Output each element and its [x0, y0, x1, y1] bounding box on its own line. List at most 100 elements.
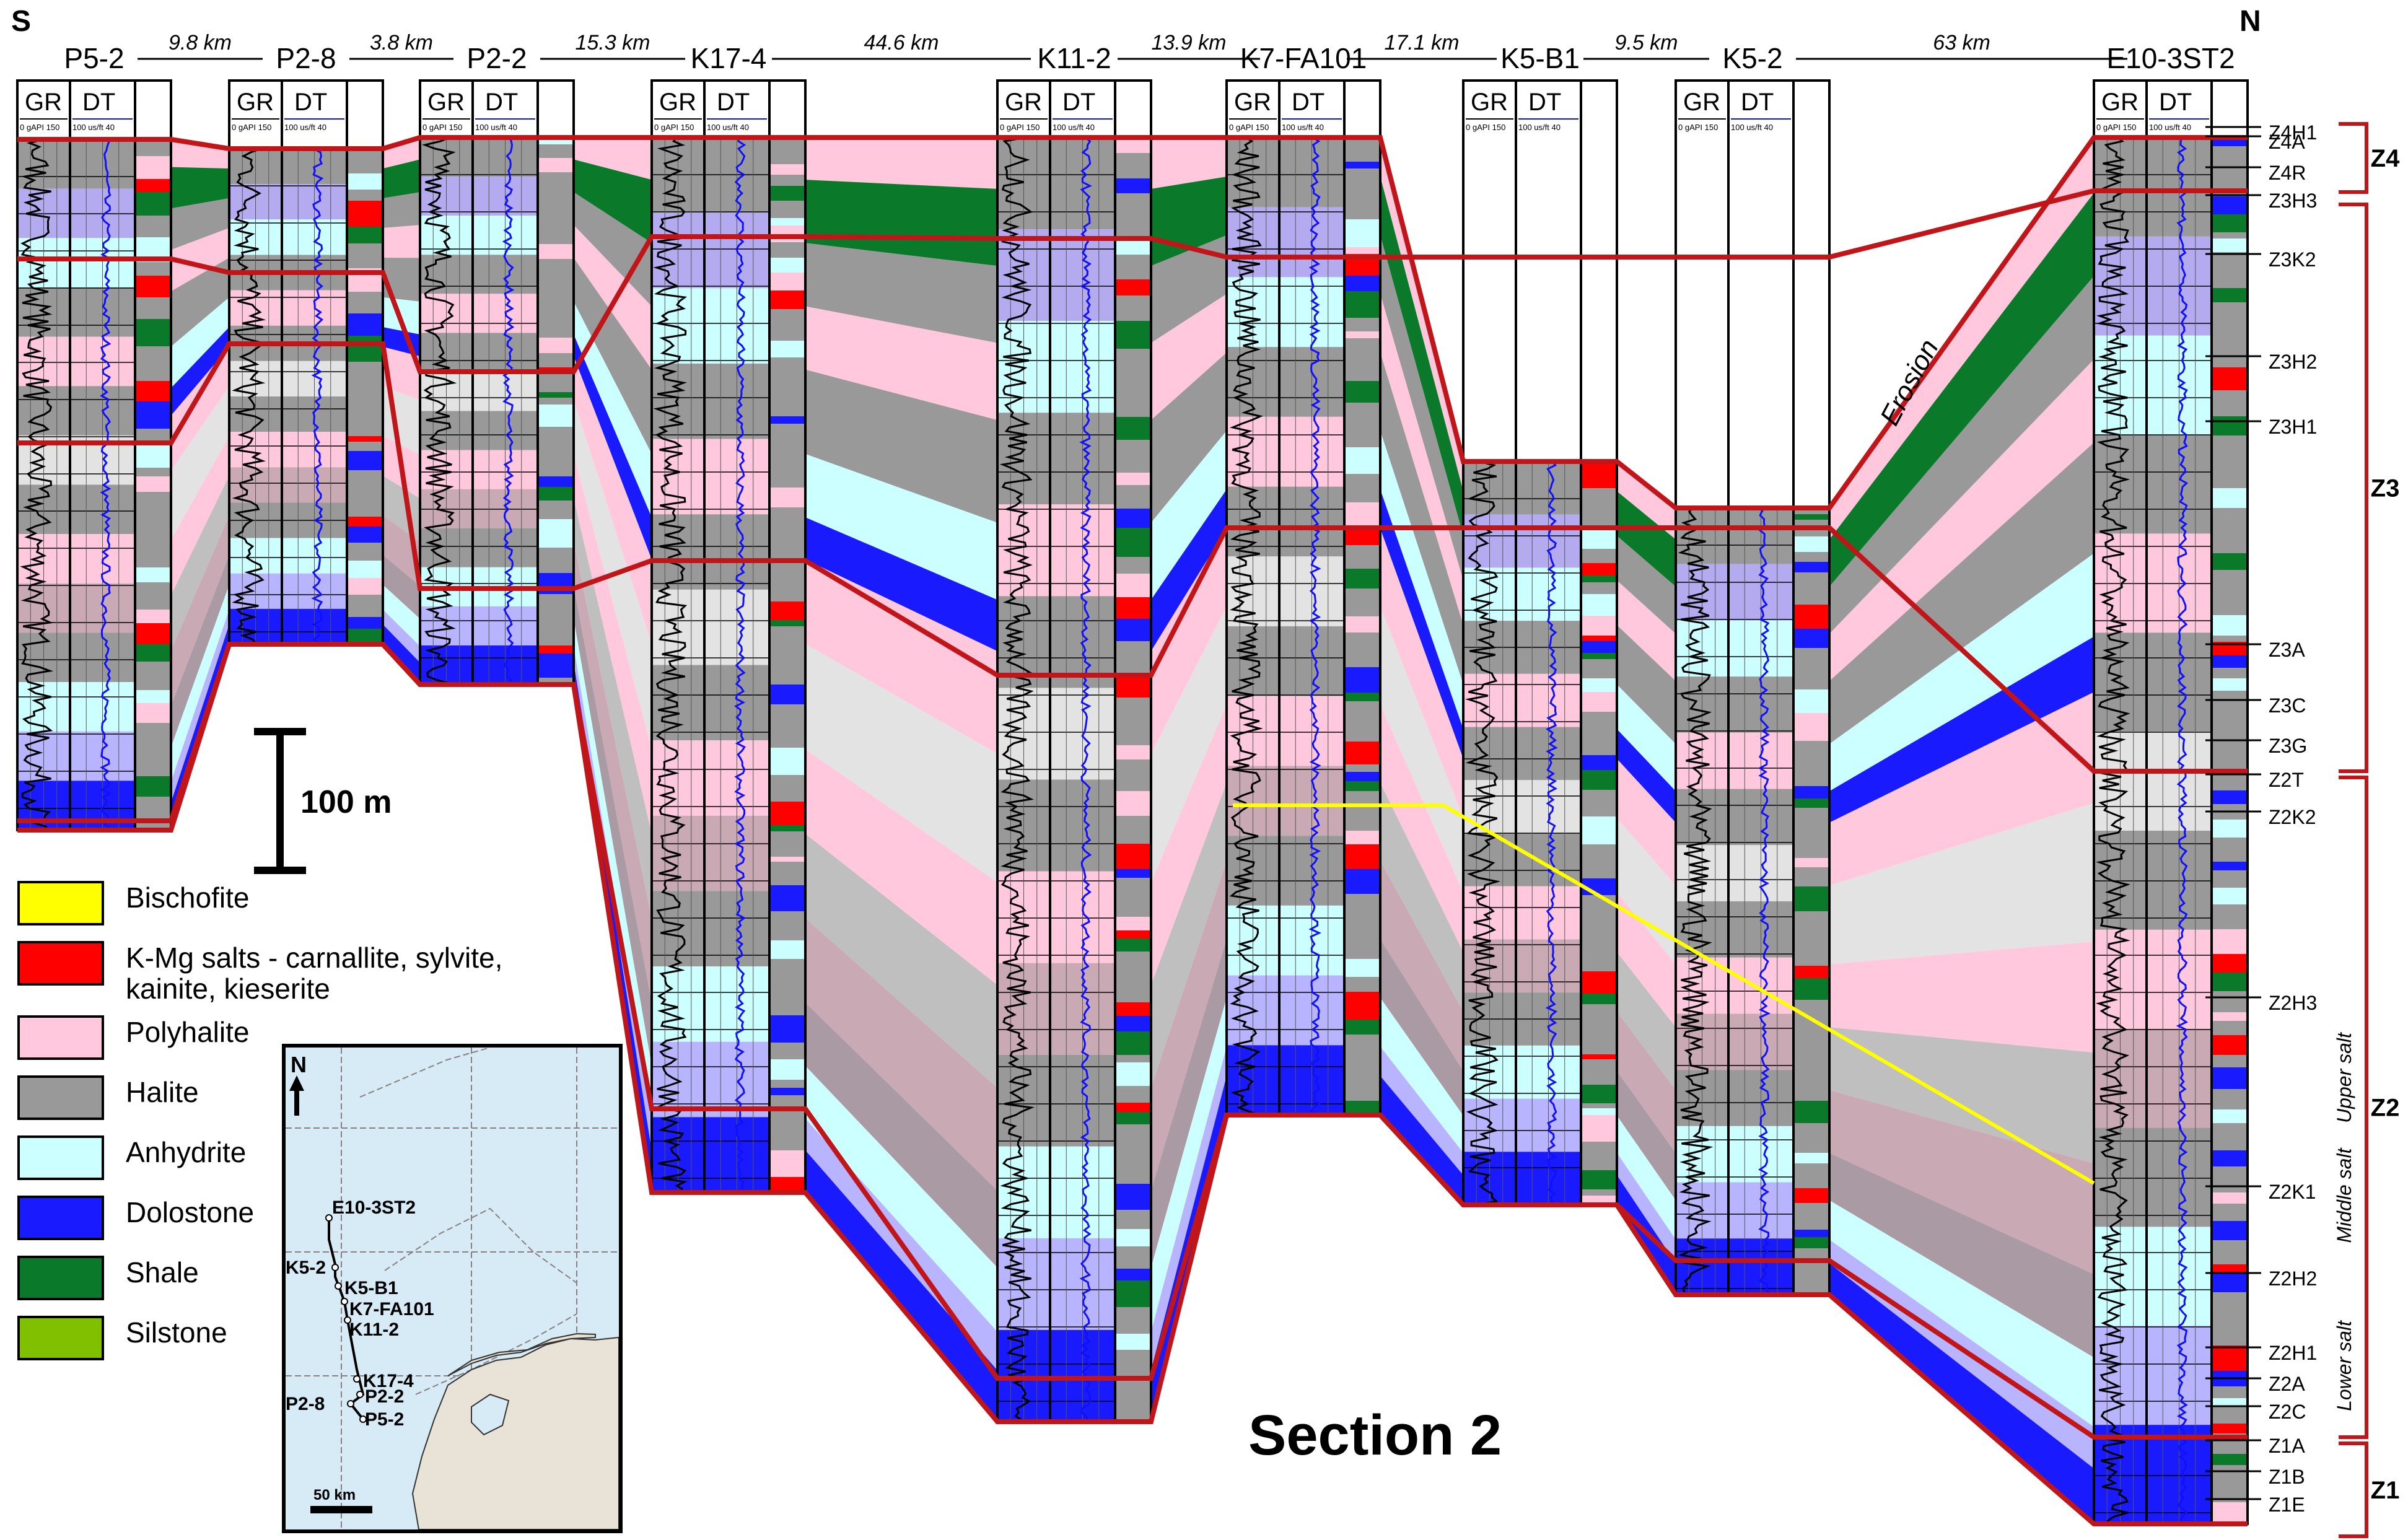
- gr-header: GR: [1234, 89, 1271, 116]
- unit-label-z3c: Z3C: [2269, 694, 2306, 717]
- lithology-interval: [1793, 786, 1829, 798]
- legend-label: K-Mg salts - carnallite, sylvite, kainit…: [126, 942, 503, 1005]
- lithology-interval: [1115, 1112, 1151, 1124]
- distance-label: 63 km: [1933, 31, 1990, 55]
- lithology-interval: [1793, 1270, 1829, 1284]
- lithology-interval: [769, 880, 805, 885]
- lithology-interval: [1344, 693, 1380, 701]
- lithology-interval: [1344, 701, 1380, 724]
- lithology-interval: [2212, 390, 2248, 416]
- lithology-interval: [1793, 689, 1829, 713]
- distance-label: 3.8 km: [370, 31, 433, 55]
- correlation-band: [574, 258, 652, 454]
- group-label-z3: Z3: [2371, 475, 2400, 502]
- lithology-interval: [135, 690, 171, 703]
- gr-scale: 0 gAPI 150: [654, 123, 694, 132]
- lithology-interval: [135, 644, 171, 662]
- dt-curve: [99, 139, 113, 828]
- lithology-interval: [1344, 381, 1380, 403]
- lithology-interval: [769, 940, 805, 959]
- dt-scale: 100 us/ft 40: [1518, 123, 1561, 132]
- correlation-band: [383, 610, 420, 663]
- lithology-interval: [1793, 562, 1829, 572]
- correlation-band: [1829, 138, 2094, 540]
- lithology-interval: [1115, 349, 1151, 377]
- lithology-interval: [1344, 138, 1380, 162]
- lithology-interval: [1344, 338, 1380, 357]
- lithology-interval: [769, 564, 805, 587]
- zone-column: Z4H1Z4AZ4RZ3H3Z3K2Z3H2Z3H1Z3AZ3CZ3GZ2TZ2…: [2205, 121, 2400, 1538]
- lithology-interval: [1581, 816, 1617, 844]
- boundary-z4base: [17, 188, 2248, 374]
- lithology-interval: [2212, 870, 2248, 888]
- correlation-band: [1617, 893, 1676, 1028]
- lithology-interval: [1115, 1334, 1151, 1350]
- lithology-interval: [538, 630, 574, 645]
- lithology-interval: [1793, 798, 1829, 808]
- lithology-interval: [1793, 1070, 1829, 1080]
- lithology-interval: [2212, 1186, 2248, 1192]
- correlation-band: [171, 515, 229, 706]
- log-track-fill: [2094, 732, 2212, 831]
- correlation-band: [574, 138, 652, 180]
- lithology-interval: [538, 622, 574, 630]
- correlation-band: [383, 624, 420, 685]
- lithology-interval: [538, 186, 574, 211]
- distance-label: 15.3 km: [576, 31, 650, 55]
- log-track-fill: [997, 596, 1115, 688]
- legend-item-k-mg-salts: K-Mg salts - carnallite, sylvite, kainit…: [17, 934, 575, 1008]
- log-track-fill: [2094, 138, 2212, 237]
- correlation-band: [1380, 938, 1463, 1116]
- lithology-interval: [769, 175, 805, 186]
- lithology-interval: [2212, 252, 2248, 271]
- lithology-interval: [1793, 1101, 1829, 1123]
- well-name-6: K7-FA101: [1240, 42, 1367, 74]
- lithology-interval: [1581, 678, 1617, 692]
- lithology-interval: [1793, 1053, 1829, 1070]
- well-name-5: K11-2: [1037, 42, 1111, 74]
- lithology-interval: [1344, 168, 1380, 194]
- group-label-z2: Z2: [2371, 1095, 2400, 1122]
- unit-label-z1e: Z1E: [2269, 1494, 2305, 1516]
- log-track-fill: [1227, 975, 1344, 1046]
- log-track-fill: [1227, 836, 1344, 906]
- unit-label-z3h1: Z3H1: [2269, 416, 2317, 438]
- boundary-z3base: [17, 341, 2248, 774]
- lithology-interval: [1344, 660, 1380, 667]
- lithology-interval: [135, 723, 171, 750]
- lithology-interval: [2212, 904, 2248, 929]
- well-name-3: P2-2: [466, 42, 527, 74]
- gr-curve: [999, 136, 1035, 1421]
- correlation-band: [805, 453, 997, 600]
- lithology-interval: [1115, 377, 1151, 393]
- correlation-band: [1151, 352, 1227, 523]
- lithology-interval: [2212, 1292, 2248, 1320]
- correlation-band: [383, 159, 420, 198]
- gr-scale: 0 gAPI 150: [1466, 123, 1505, 132]
- lithology-interval: [2212, 1407, 2248, 1424]
- correlation-band: [1151, 528, 1227, 755]
- lithology-interval: [135, 520, 171, 543]
- lithology-interval: [2212, 776, 2248, 790]
- correlation-band: [383, 225, 420, 258]
- lithology-interval: [347, 336, 383, 362]
- scale-bar: 100 m: [254, 728, 452, 877]
- lithology-interval: [1344, 323, 1380, 331]
- lithology-interval: [1344, 869, 1380, 894]
- lithology-interval: [1115, 1086, 1151, 1103]
- log-track-fill: [997, 1329, 1115, 1422]
- land-ijsselmeer: [471, 1393, 510, 1436]
- gr-curve: [232, 147, 266, 644]
- lithology-interval: [1344, 427, 1380, 447]
- log-track-fill: [2094, 335, 2212, 435]
- lithology-interval: [1581, 971, 1617, 994]
- lithology-interval: [769, 802, 805, 825]
- dt-header: DT: [485, 89, 518, 116]
- lithology-interval: [1115, 1103, 1151, 1112]
- lithology-interval: [1115, 574, 1151, 597]
- well-name-4: K17-4: [691, 42, 767, 74]
- log-track-fill: [1676, 1070, 1793, 1126]
- correlation-band: [574, 356, 652, 644]
- lithology-interval: [1344, 588, 1380, 616]
